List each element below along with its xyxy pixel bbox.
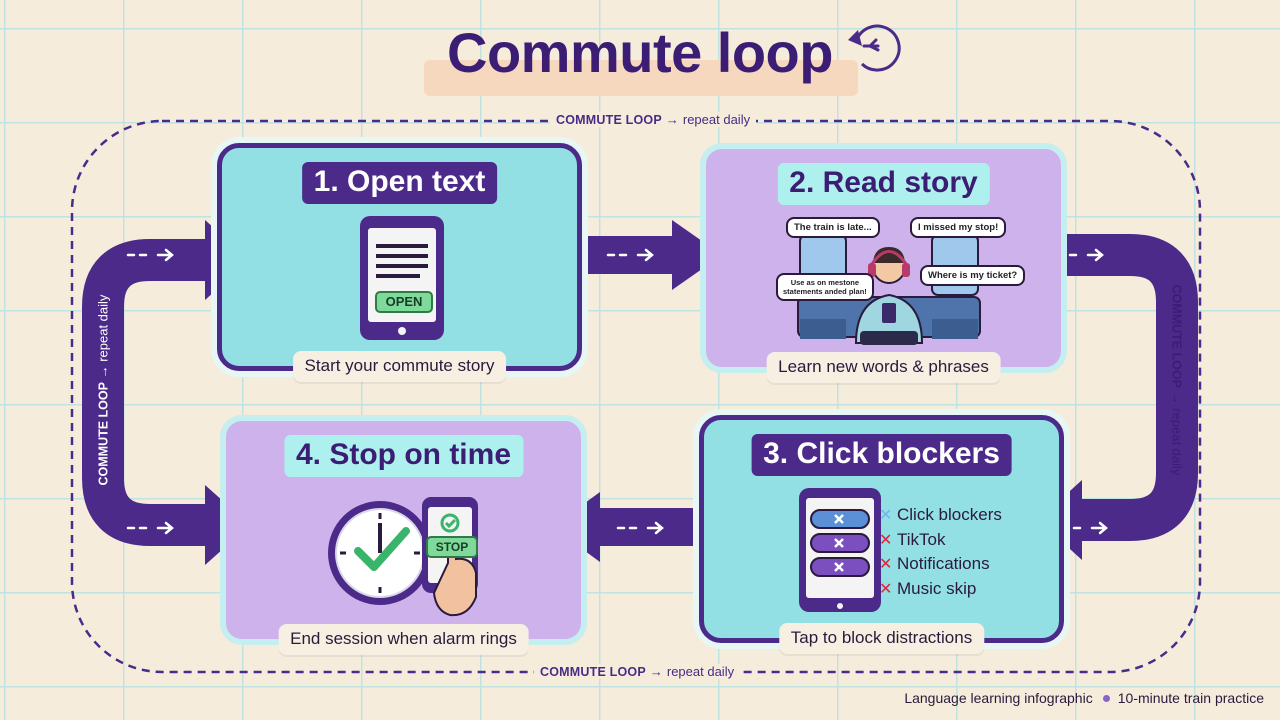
loop-label-suffix: repeat daily bbox=[95, 294, 111, 362]
loop-label-name: COMMUTE LOOP bbox=[96, 382, 111, 486]
speech-bubble: I missed my stop! bbox=[910, 217, 1007, 238]
step-caption: Start your commute story bbox=[292, 351, 507, 382]
loop-label-bottom: COMMUTE LOOP→repeat daily bbox=[534, 664, 741, 679]
arrow-right-icon: → bbox=[649, 664, 663, 679]
blocker-item[interactable]: ✕Notifications bbox=[879, 552, 1002, 577]
blocker-label: TikTok bbox=[897, 529, 946, 549]
blocker-label: Notifications bbox=[897, 554, 990, 573]
footer-left-text: Language learning infographic bbox=[904, 690, 1093, 706]
red-x-icon: ✕ bbox=[879, 531, 893, 549]
step-caption: End session when alarm rings bbox=[278, 624, 529, 655]
step-card-read-story: 2. Read story The train is late... I mis… bbox=[700, 143, 1067, 383]
top-connector-arrowhead bbox=[672, 220, 722, 290]
left-loop-band bbox=[82, 239, 235, 546]
loop-label-name: COMMUTE LOOP bbox=[540, 665, 646, 679]
right-loop-band bbox=[1040, 234, 1198, 541]
clock-stop-illustration bbox=[328, 497, 478, 617]
red-x-icon: ✕ bbox=[879, 556, 893, 573]
page-title: Commute loop bbox=[447, 21, 833, 84]
stop-button[interactable]: STOP bbox=[426, 536, 478, 558]
loop-label-suffix: repeat daily bbox=[682, 112, 751, 127]
check-icon: ✕ bbox=[879, 507, 893, 524]
blocker-item[interactable]: ✕TikTok bbox=[879, 528, 1002, 553]
repeat-cycle-icon bbox=[848, 24, 901, 72]
phone-text-icon bbox=[360, 216, 444, 340]
loop-label-name: COMMUTE LOOP bbox=[1169, 284, 1184, 388]
direction-hints bbox=[126, 248, 1108, 535]
red-x-icon: ✕ bbox=[879, 580, 893, 598]
step-card-click-blockers: 3. Click blockers ✕Click blockers ✕TikTo… bbox=[699, 415, 1064, 654]
step-card-open-text: 1. Open text OPEN Start your commute sto… bbox=[217, 143, 582, 382]
step-heading: 4. Stop on time bbox=[283, 435, 524, 477]
blocker-checklist: ✕Click blockers ✕TikTok ✕Notifications ✕… bbox=[879, 503, 1002, 601]
speech-bubble: Where is my ticket? bbox=[920, 265, 1026, 286]
bullet-dot bbox=[1102, 695, 1110, 702]
blocker-label: Click blockers bbox=[897, 505, 1002, 524]
footer: Language learning infographic 10-minute t… bbox=[904, 690, 1264, 706]
loop-label-left: COMMUTE LOOP → repeat daily bbox=[95, 294, 111, 486]
arrow-right-icon: → bbox=[665, 112, 679, 127]
step-card-stop-on-time: 4. Stop on time STOP End session when al… bbox=[220, 415, 587, 655]
footer-right-text: 10-minute train practice bbox=[1117, 690, 1264, 706]
loop-label-suffix: repeat daily bbox=[1169, 408, 1185, 476]
speech-bubble: Use as on mestone statements anded plan! bbox=[776, 273, 874, 301]
phone-blockers-icon bbox=[799, 488, 881, 612]
blocker-item[interactable]: ✕Music skip bbox=[879, 577, 1002, 602]
speech-bubble: The train is late... bbox=[786, 217, 880, 238]
step-heading: 2. Read story bbox=[777, 163, 990, 205]
step-heading: 1. Open text bbox=[301, 162, 498, 204]
blocker-item[interactable]: ✕Click blockers bbox=[879, 503, 1002, 528]
blocker-label: Music skip bbox=[897, 578, 977, 598]
step-caption: Learn new words & phrases bbox=[766, 352, 1001, 383]
loop-label-right: COMMUTE LOOP → repeat daily bbox=[1169, 284, 1185, 476]
title-highlight bbox=[424, 60, 858, 96]
loop-label-name: COMMUTE LOOP bbox=[556, 113, 662, 127]
loop-label-top: COMMUTE LOOP→repeat daily bbox=[550, 112, 757, 127]
loop-label-suffix: repeat daily bbox=[666, 664, 735, 679]
step-heading: 3. Click blockers bbox=[751, 434, 1012, 476]
step-caption: Tap to block distractions bbox=[778, 623, 985, 654]
open-button[interactable]: OPEN bbox=[375, 291, 433, 313]
